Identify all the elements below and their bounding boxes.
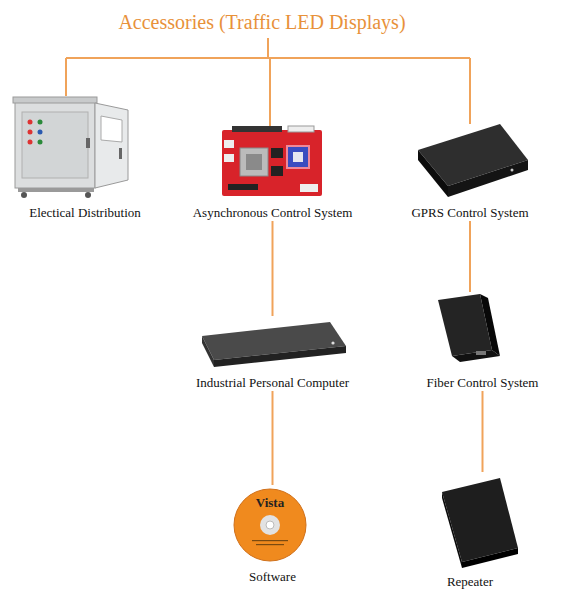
item-caption: Electical Distribution: [29, 205, 141, 221]
accessory-item: Repeater: [420, 472, 520, 590]
indicator-lamp: [38, 130, 43, 135]
accessory-item: Electical Distribution: [5, 90, 165, 221]
board-chip: [271, 148, 283, 158]
fiber-port: [476, 351, 486, 355]
ipc-illustration: [202, 322, 346, 367]
ipc-led: [331, 341, 334, 344]
disc-print: [252, 540, 288, 541]
board-chip: [287, 146, 309, 168]
board-chip-core: [246, 154, 262, 170]
software-disc: [234, 489, 306, 561]
repeater-top: [442, 478, 518, 562]
indicator-lamp: [28, 120, 33, 125]
item-caption: Repeater: [447, 574, 493, 590]
cabinet-body: [15, 102, 95, 188]
board-header: [228, 184, 258, 190]
disc-illustration: [234, 489, 306, 561]
cabinet-wheel: [85, 192, 91, 198]
circuit-board: [222, 130, 322, 196]
bracket-stem: [267, 38, 269, 58]
indicator-lamp: [28, 140, 33, 145]
item-caption: Asynchronous Control System: [193, 205, 353, 221]
accessory-item: Asynchronous Control System: [185, 122, 360, 221]
gprs-box-illustration: [418, 124, 528, 197]
board-chip-core: [293, 152, 303, 162]
board-connector: [300, 184, 318, 192]
item-caption: Software: [249, 569, 296, 585]
connector-line: [272, 391, 274, 485]
disc-hub: [260, 515, 280, 535]
fiber-box-illustration: [438, 294, 500, 362]
door-window: [101, 116, 122, 142]
bracket-drop: [469, 58, 471, 124]
item-caption: Industrial Personal Computer: [196, 375, 349, 391]
item-caption: Fiber Control System: [427, 375, 539, 391]
fiber-front: [452, 350, 500, 362]
connector-line: [272, 221, 274, 316]
item-caption: GPRS Control System: [411, 205, 528, 221]
box-front: [448, 160, 528, 197]
repeater-illustration: [442, 478, 518, 568]
cabinet-door: [95, 103, 128, 188]
disc-label: Vista: [240, 495, 300, 511]
indicator-lamp: [38, 140, 43, 145]
repeater-front: [462, 548, 518, 568]
indicator-lamp: [28, 130, 33, 135]
ipc-side: [202, 336, 214, 367]
board-chip: [240, 148, 268, 176]
diagram-title: Accessories (Traffic LED Displays): [62, 10, 462, 34]
indicator-lamp: [38, 120, 43, 125]
disc-hole: [266, 521, 274, 529]
accessory-item: GPRS Control System: [395, 120, 545, 221]
cabinet-wheel: [21, 192, 27, 198]
door-handle: [119, 148, 122, 159]
bracket-drop: [269, 58, 271, 126]
bracket-bar: [66, 57, 470, 59]
board-connector: [224, 140, 234, 148]
repeater-side: [442, 492, 462, 568]
accessory-item: Industrial Personal Computer: [185, 316, 360, 391]
connector-line: [469, 221, 471, 292]
cabinet-lock: [86, 138, 90, 148]
fiber-side: [480, 294, 500, 356]
board-connector: [288, 126, 314, 132]
accessory-item: Fiber Control System: [405, 292, 560, 391]
board-chip: [271, 166, 283, 176]
board-connector: [224, 154, 234, 162]
cabinet-panel: [22, 112, 88, 178]
ipc-front: [214, 346, 346, 367]
box-led: [511, 169, 514, 172]
box-side: [418, 150, 448, 197]
board-header: [232, 126, 282, 132]
board-illustration: [222, 126, 322, 196]
bracket-drop: [65, 58, 67, 96]
disc-print: [256, 544, 284, 545]
connector-line: [482, 391, 484, 472]
cabinet-illustration: [13, 97, 128, 198]
cabinet-top: [13, 97, 97, 103]
